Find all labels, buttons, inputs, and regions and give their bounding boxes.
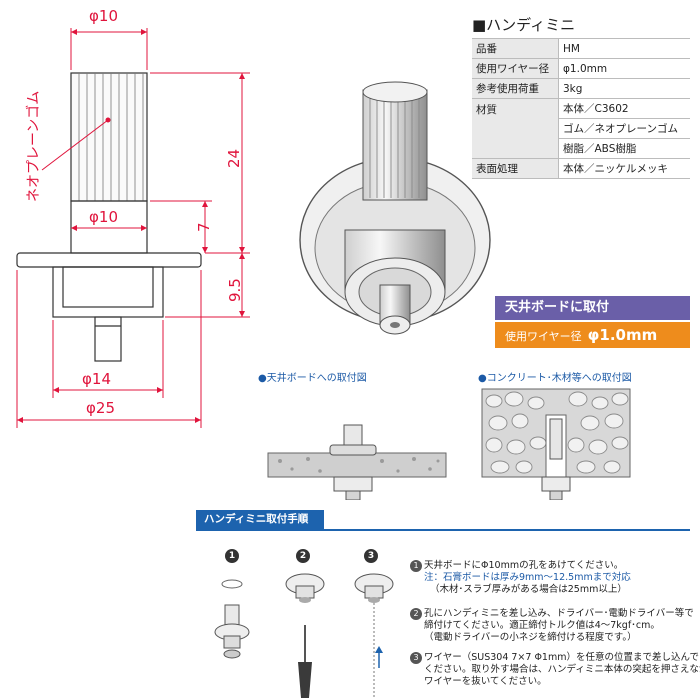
spec-row: 使用ワイヤー径 φ1.0mm <box>472 58 690 79</box>
spec-value: 本体／C3602 <box>558 98 690 119</box>
concrete-install-diagram <box>481 388 631 500</box>
dim-base-diameter: φ14 <box>82 370 111 388</box>
dim-top-diameter: φ10 <box>89 7 118 25</box>
spec-value: 3kg <box>558 78 690 99</box>
step-line: ワイヤーを抜いてください。 <box>424 676 547 687</box>
spec-row: 品番 HM <box>472 38 690 59</box>
step-line: ください。取り外す場合は、ハンディミニ本体の突起を押さえながら <box>424 664 700 675</box>
caption-concrete: ●コンクリート･木材等への取付図 <box>478 373 632 384</box>
spec-row: 樹脂／ABS樹脂 <box>472 138 690 159</box>
spec-row: 材質 本体／C3602 <box>472 98 690 159</box>
step-number: 1 <box>410 560 422 572</box>
step-line: 孔にハンディミニを差し込み、ドライバー･電動ドライバー等で <box>424 608 694 619</box>
rubber-label: ネオプレーンゴム <box>25 91 42 202</box>
spec-key: 材質 <box>472 98 559 159</box>
step-number: 2 <box>410 608 422 620</box>
step-note: 注：石膏ボードは厚み9mm～12.5mmまで対応 <box>424 572 631 583</box>
drawing-outline <box>16 72 202 362</box>
banner-wire: 使用ワイヤー径 φ1.0mm <box>495 322 690 348</box>
spec-table: 品番 HM 使用ワイヤー径 φ1.0mm 参考使用荷重 3kg 材質 本体／C3… <box>472 38 690 179</box>
leader-dot <box>105 117 111 123</box>
step-marker-2: 2 <box>296 549 310 563</box>
banner-wire-label: 使用ワイヤー径 <box>505 330 582 343</box>
spec-row: ゴム／ネオプレーンゴム <box>472 118 690 139</box>
technical-drawing: φ10 φ10 φ14 φ25 24 7 9.5 ネオプレーンゴム <box>16 7 250 428</box>
step-line: 締付けてください。適正締付トルク値は4～7kgf･cm。 <box>424 620 660 631</box>
spec-row: 表面処理 本体／ニッケルメッキ <box>472 158 690 179</box>
spec-value: HM <box>558 38 690 59</box>
caption-ceiling: ●天井ボードへの取付図 <box>258 373 367 384</box>
step-extra: （木材･スラブ厚みがある場合は25mm以上） <box>430 584 627 595</box>
step-line: 天井ボードにΦ10mmの孔をあけてください。 <box>424 560 624 571</box>
step-marker-1: 1 <box>225 549 239 563</box>
spec-value: ゴム／ネオプレーンゴム <box>558 118 690 139</box>
dim-height-7: 7 <box>195 222 213 232</box>
product-illustration <box>299 81 491 335</box>
spec-key: 参考使用荷重 <box>472 78 559 99</box>
dim-flange-diameter: φ25 <box>86 399 115 417</box>
step-number: 3 <box>410 652 422 664</box>
dim-height-24: 24 <box>225 149 243 168</box>
procedure-header: ハンディミニ取付手順 <box>196 510 324 529</box>
procedure-rule <box>196 529 690 531</box>
dim-height-9-5: 9.5 <box>226 278 244 302</box>
spec-value: 本体／ニッケルメッキ <box>558 158 690 179</box>
dimension-lines <box>16 28 250 428</box>
step-line: ワイヤー（SUS304 7×7 Φ1mm）を任意の位置まで差し込んで <box>424 652 700 663</box>
spec-key: 使用ワイヤー径 <box>472 58 559 79</box>
spec-value: φ1.0mm <box>558 58 690 79</box>
ceiling-install-diagram <box>267 424 447 500</box>
dim-mid-diameter: φ10 <box>89 208 118 226</box>
spec-key: 品番 <box>472 38 559 59</box>
step-marker-3: 3 <box>364 549 378 563</box>
step-line: （電動ドライバーの小ネジを締付ける程度です。） <box>424 632 637 643</box>
product-title: ■ハンディミニ <box>472 16 576 34</box>
banner-title: 天井ボードに取付 <box>495 296 690 320</box>
banner-wire-value: φ1.0mm <box>587 326 658 344</box>
spec-key: 表面処理 <box>472 158 559 179</box>
dimension-arrows <box>17 29 245 423</box>
spec-value: 樹脂／ABS樹脂 <box>558 138 690 159</box>
procedure-illustrations <box>214 573 394 698</box>
spec-row: 参考使用荷重 3kg <box>472 78 690 99</box>
